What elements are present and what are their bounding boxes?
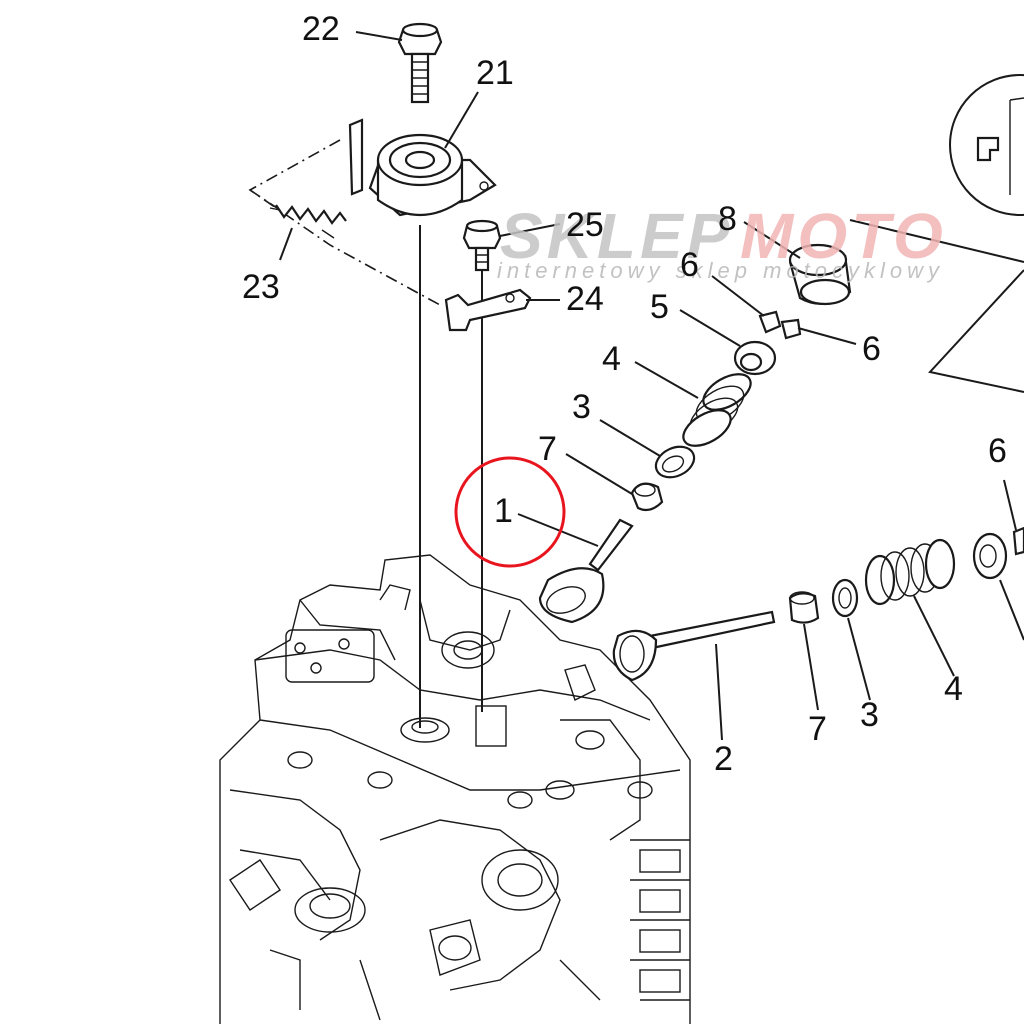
callout-24: 24 [566,280,604,318]
callout-7-upper: 7 [538,430,557,468]
callout-6-upper-left: 6 [680,246,699,284]
dashed-assembly-line-short [249,189,281,211]
callout-25: 25 [566,206,604,244]
callout-7-lower: 7 [808,710,827,748]
part-7-valve-stem-seal-lower [788,591,820,624]
leader-lines [279,31,1024,741]
part-4-valve-spring-lower [864,538,956,606]
part-3-spring-seat-lower [831,578,859,618]
part-21-tensioner-pulley [348,118,497,217]
cylinder-head-block [219,554,691,1024]
part-23-spring [269,204,347,239]
part-4-valve-spring-upper [682,373,752,447]
part-8-valve-lifter [788,243,852,306]
callout-3-upper: 3 [572,388,591,426]
part-7-valve-stem-seal-upper [630,482,664,512]
highlight-circle-part-1 [454,456,566,568]
watermark: SKLEP MOTO internetowy sklep motocyklowy [497,200,947,283]
callout-5: 5 [650,288,669,326]
part-3-spring-seat-upper [654,445,696,479]
part-1-intake-valve [538,518,634,624]
watermark-brand-right: MOTO [740,200,947,272]
callout-2: 2 [714,740,733,778]
part-25-bolt [462,219,502,272]
dashed-assembly-line [248,139,441,306]
callout-22: 22 [302,10,340,48]
part-6-valve-keepers-lower [1012,526,1024,556]
part-2-exhaust-valve [612,610,776,682]
callout-labels: 22 21 23 24 25 8 6 6 5 4 3 7 1 6 2 7 3 4 [242,10,1007,778]
watermark-brand-left: SKLEP [500,200,733,272]
part-22-bolt [397,22,443,104]
detail-magnifier-bubble [849,74,1024,393]
callout-6-upper-right: 6 [862,330,881,368]
callout-21: 21 [476,54,514,92]
watermark-tagline: internetowy sklep motocyklowy [497,258,944,283]
callout-23: 23 [242,268,280,306]
callout-3-lower: 3 [860,696,879,734]
callout-8: 8 [718,200,737,238]
callout-4-lower: 4 [944,670,963,708]
callout-1: 1 [494,492,513,530]
part-5-spring-retainer-lower [972,532,1008,580]
part-24-bracket [444,288,532,332]
callout-6-right: 6 [988,432,1007,470]
part-5-spring-retainer [733,340,777,376]
part-6-valve-keepers-upper [758,310,802,340]
callout-4-upper: 4 [602,340,621,378]
